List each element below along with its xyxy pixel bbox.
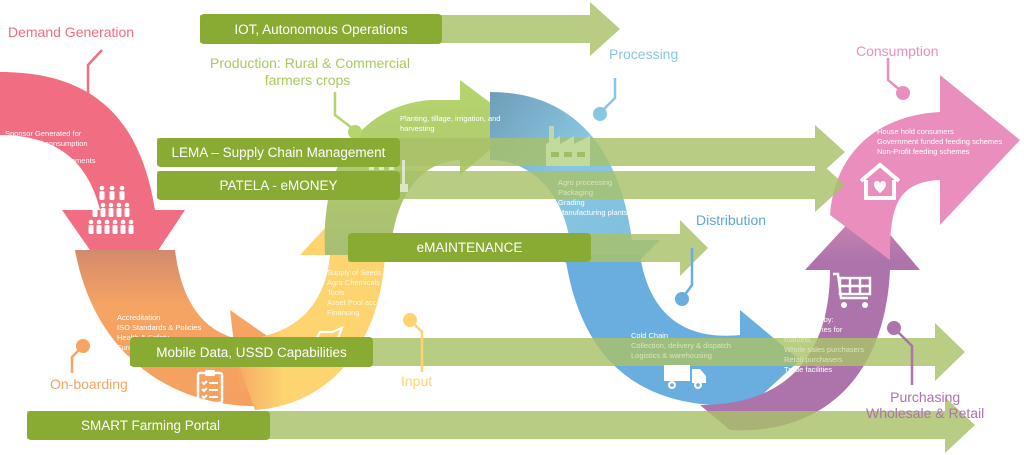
distribution-band [565,255,800,415]
consumption-band [830,75,1020,260]
purchasing-detail: Retail purchasers [784,355,843,364]
iot-platform-bar[interactable]: IOT, Autonomous Operations [200,14,442,44]
production-label-line2: farmers crops [264,72,351,88]
input-connector [411,321,424,372]
production-detail: Planting, tillage, irrigation, and [400,114,501,123]
production-label: Production: Rural & Commercial farmers c… [210,55,410,89]
smart-farming-portal-bar[interactable]: SMART Farming Portal [27,411,270,440]
input-details: Supply of Seeds Agro Chemicals Tools Ass… [327,268,388,318]
consumption-details: House hold consumers Government funded f… [877,127,1002,157]
processing-detail: Agro processing [558,178,613,187]
distribution-detail: Logistics & warehousing [631,351,712,360]
consumption-detail: House hold consumers [877,127,954,136]
purchasing-label: Purchasing Wholesale & Retail [866,389,984,421]
purchasing-details: Purchasing by: Intermediaries for market… [784,315,864,375]
mobile-data-platform-bar[interactable]: Mobile Data, USSD Capabilities [130,337,373,367]
processing-connector-dot [593,107,607,121]
house-heart-icon [859,162,901,200]
onboarding-connector-dot [76,339,90,353]
processing-detail: Packaging [558,188,594,197]
purchasing-band [700,205,920,431]
production-connector-dot [348,125,362,139]
demand-connector-dot [81,94,95,108]
input-connector-dot [403,313,417,327]
purchasing-detail: Purchasing by: [784,315,834,324]
factory-icon [546,126,590,166]
production-connector [333,92,353,129]
consumption-connector [886,58,901,91]
purchasing-label-line2: Wholesale & Retail [866,405,985,421]
purchasing-detail: Trade facilities [784,365,833,374]
onboarding-label: On-boarding [50,376,128,392]
purchasing-connector [896,330,914,385]
processing-detail: Grading [558,198,585,207]
consumption-label: Consumption [856,43,939,59]
emaintenance-platform-bar[interactable]: eMAINTENANCE [348,233,591,262]
onboarding-band [75,250,280,407]
processing-detail: Manufacturing plants [558,208,628,217]
demand-generation-band-fill [0,72,185,300]
input-detail: Supply of Seeds [327,268,382,277]
onboarding-detail: Accreditation [117,313,161,322]
distribution-connector-dot [675,292,689,306]
mobile-arrow [130,323,965,381]
input-detail: Financing [327,308,360,317]
shopping-cart-icon [833,272,872,308]
onboarding-connector [70,348,81,373]
processing-details: Agro processing Packaging Grading Manufa… [558,178,628,218]
processing-connector [602,78,617,111]
clipboard-checklist-icon [196,370,224,405]
distribution-detail: Collection, delivery & dispatch [631,341,732,350]
consumption-detail: Non-Profit feeding schemes [877,147,970,156]
demand-detail: Ability to pool requirements [5,156,96,165]
distribution-details: Cold Chain Collection, delivery & dispat… [631,331,731,361]
lema-platform-bar[interactable]: LEMA – Supply Chain Management [157,138,400,167]
production-band [324,80,520,255]
purchasing-detail: Intermediaries for [784,325,843,334]
purchasing-detail: Whole sales purchasers [784,345,865,354]
production-details: Planting, tillage, irrigation, and harve… [400,114,500,134]
onboarding-detail: ISO Standards & Policies [117,323,202,332]
distribution-detail: Cold Chain [631,331,669,340]
demand-details: Sponsor Generated for guaranteed consump… [5,129,115,166]
input-detail: Tools [327,288,345,297]
consumption-detail: Government funded feeding schemes [877,137,1003,146]
input-detail: Asset Pool access [327,298,389,307]
distribution-connector [682,248,694,297]
wheat-icon [369,160,408,192]
patela-platform-bar[interactable]: PATELA - eMONEY [157,171,400,200]
purchasing-detail: markets [784,335,811,344]
input-detail: Agro Chemicals [327,278,380,287]
production-label-line1: Production: Rural & Commercial [210,55,410,71]
purchasing-connector-dot [887,321,901,335]
consumption-connector-dot [896,86,910,100]
input-label: Input [401,373,433,389]
demand-detail: Sponsor Generated for guaranteed consump… [5,129,88,148]
people-group-icon [88,185,134,234]
demand-generation-label: Demand Generation [8,24,135,40]
production-detail: harvesting [400,124,435,133]
distribution-label: Distribution [696,212,767,228]
truck-icon [664,365,706,389]
processing-label: Processing [609,46,679,62]
demand-connector [86,49,103,98]
purchasing-label-line1: Purchasing [890,389,961,405]
